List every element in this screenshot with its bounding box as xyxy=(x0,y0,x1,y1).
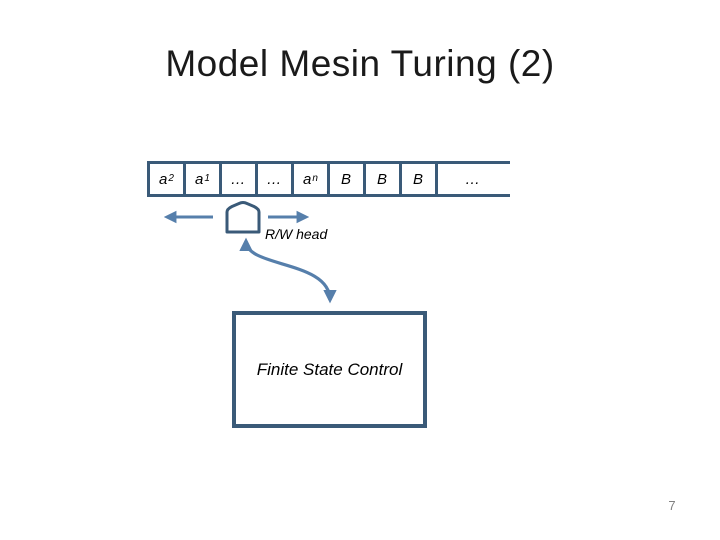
tape-cell-label: … xyxy=(230,170,246,188)
tape-cell-label: B xyxy=(412,170,423,188)
head-to-control-connector-arrow-icon xyxy=(239,237,337,304)
tape-cell: B xyxy=(399,161,438,197)
tape-overflow-cell: … xyxy=(435,161,510,197)
tape-cell-label: a xyxy=(159,170,168,188)
tape-overflow-label: … xyxy=(465,170,480,188)
finite-state-control-label: Finite State Control xyxy=(256,359,403,379)
rw-head-label: R/W head xyxy=(265,226,328,242)
tape-cell-label: a xyxy=(303,170,312,188)
tape-cell-label: … xyxy=(266,170,282,188)
rw-head-shape xyxy=(225,201,261,234)
slide-title: Model Mesin Turing (2) xyxy=(165,43,555,84)
tape-cell-label: B xyxy=(340,170,351,188)
tape-cell: … xyxy=(255,161,294,197)
page-number: 7 xyxy=(668,498,676,513)
tape-cell-label: B xyxy=(376,170,387,188)
tape-cell-label: a xyxy=(195,170,204,188)
finite-state-control-box: Finite State Control xyxy=(232,311,427,428)
